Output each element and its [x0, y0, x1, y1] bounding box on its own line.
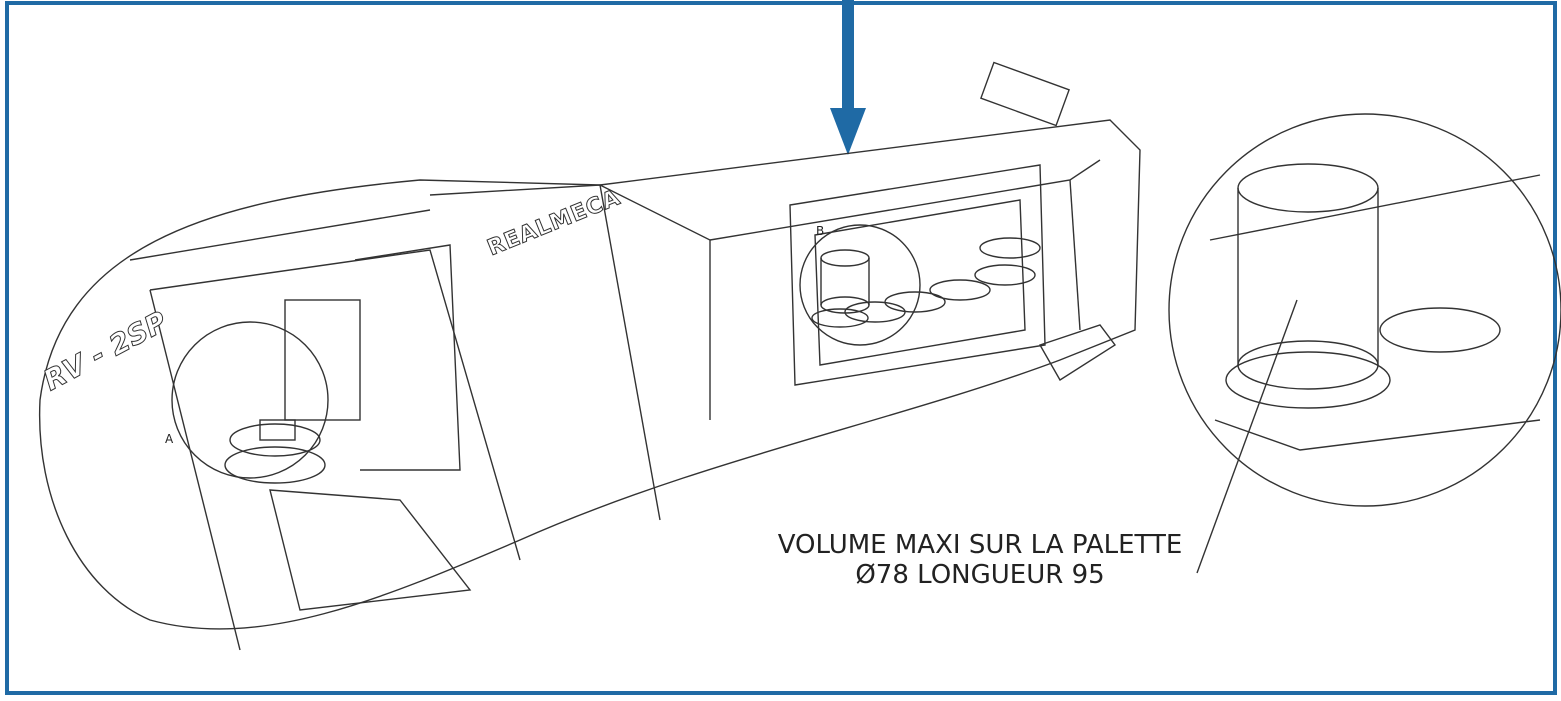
- callout-a: A: [165, 432, 174, 446]
- callout-b: B: [816, 224, 825, 238]
- down-arrow-icon: [830, 0, 866, 155]
- note-line-1: VOLUME MAXI SUR LA PALETTE: [777, 530, 1183, 560]
- diagram-frame: [5, 1, 1557, 695]
- note-line-2: Ø78 LONGUEUR 95: [855, 560, 1105, 590]
- volume-note: VOLUME MAXI SUR LA PALETTE Ø78 LONGUEUR …: [700, 530, 1260, 590]
- machine-drawing: [38, 61, 1561, 651]
